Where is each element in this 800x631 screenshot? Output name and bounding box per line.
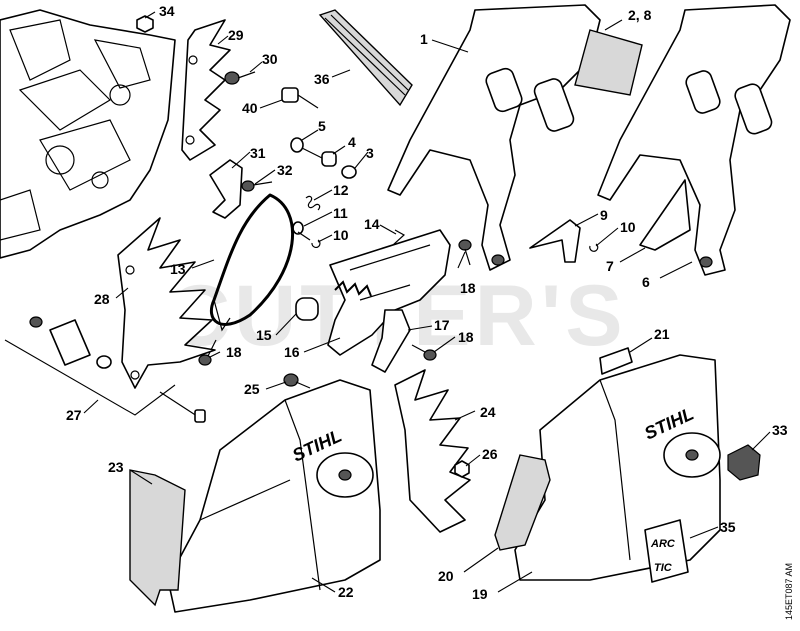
part-28-bumper-spike bbox=[117, 217, 216, 389]
part-4-sleeve bbox=[321, 151, 337, 167]
part-17-detent bbox=[371, 309, 411, 373]
part-27-kit bbox=[4, 316, 206, 423]
part-36-pad bbox=[318, 9, 413, 107]
part-1-hand-guard bbox=[387, 4, 601, 271]
callout-24: 24 bbox=[480, 404, 496, 420]
part-30-screw bbox=[224, 71, 256, 85]
callout-16: 16 bbox=[284, 344, 300, 360]
part-12-spring bbox=[305, 195, 321, 211]
part-3-washer bbox=[341, 165, 357, 179]
callout-6: 6 bbox=[642, 274, 650, 290]
callout-10-right: 10 bbox=[620, 219, 636, 235]
callout-2-8: 2, 8 bbox=[628, 7, 652, 23]
callout-14: 14 bbox=[364, 216, 380, 232]
callout-3: 3 bbox=[366, 145, 374, 161]
part-35-label bbox=[644, 519, 689, 583]
callout-18-left: 18 bbox=[226, 344, 242, 360]
leader-lines bbox=[83, 11, 771, 593]
part-5-screw bbox=[290, 137, 323, 159]
callout-30: 30 bbox=[262, 51, 278, 67]
callout-22: 22 bbox=[338, 584, 354, 600]
callout-20: 20 bbox=[438, 568, 454, 584]
callout-10-left: 10 bbox=[333, 227, 349, 243]
callout-36: 36 bbox=[314, 71, 330, 87]
part-18-screw-b bbox=[198, 339, 217, 366]
part-31-hook bbox=[209, 159, 243, 219]
callout-26: 26 bbox=[482, 446, 498, 462]
part-26-nut bbox=[454, 460, 470, 478]
callout-15: 15 bbox=[256, 327, 272, 343]
callout-21: 21 bbox=[654, 326, 670, 342]
label-35-line-2: TIC bbox=[654, 562, 673, 574]
part-34-nut bbox=[136, 15, 154, 33]
callout-13: 13 bbox=[170, 261, 186, 277]
part-18-screw-a bbox=[458, 239, 472, 266]
part-24-spike-plate bbox=[394, 369, 471, 533]
part-2-8-hand-guard bbox=[574, 4, 791, 276]
part-32-screw bbox=[241, 180, 273, 192]
part-25-screw bbox=[283, 373, 311, 389]
engine-housing bbox=[0, 9, 176, 259]
callout-19: 19 bbox=[472, 586, 488, 602]
part-40-bolt bbox=[281, 87, 319, 109]
part-13-brake-band bbox=[209, 193, 294, 332]
callout-35: 35 bbox=[720, 519, 736, 535]
callout-23: 23 bbox=[108, 459, 124, 475]
callout-28: 28 bbox=[94, 291, 110, 307]
part-20-deflector bbox=[494, 454, 551, 551]
part-18-screw-c bbox=[411, 344, 437, 361]
callout-12: 12 bbox=[333, 182, 349, 198]
callout-17: 17 bbox=[434, 317, 450, 333]
callout-9: 9 bbox=[600, 207, 608, 223]
part-33-nut bbox=[727, 444, 761, 481]
callout-27: 27 bbox=[66, 407, 82, 423]
callout-29: 29 bbox=[228, 27, 244, 43]
callout-7: 7 bbox=[606, 258, 614, 274]
callout-31: 31 bbox=[250, 145, 266, 161]
callout-4: 4 bbox=[348, 134, 356, 150]
callout-33: 33 bbox=[772, 422, 788, 438]
label-35-line-1: ARC bbox=[650, 538, 676, 550]
callout-1: 1 bbox=[420, 31, 428, 47]
callout-40: 40 bbox=[242, 100, 258, 116]
callout-5: 5 bbox=[318, 118, 326, 134]
document-id: 145ET087 AM bbox=[784, 563, 794, 620]
part-23-deflector bbox=[129, 469, 186, 607]
callout-34: 34 bbox=[159, 3, 175, 19]
callout-25: 25 bbox=[244, 381, 260, 397]
callout-18-right: 18 bbox=[458, 329, 474, 345]
callout-11: 11 bbox=[333, 205, 348, 221]
part-21-insert bbox=[599, 347, 633, 375]
part-15-sleeve bbox=[295, 297, 319, 321]
callout-32: 32 bbox=[277, 162, 293, 178]
callout-18-mid: 18 bbox=[460, 280, 476, 296]
part-7-wedge bbox=[639, 179, 691, 251]
part-9-lever bbox=[529, 219, 581, 263]
part-15-spring bbox=[334, 280, 372, 297]
part-29-bumper-spike bbox=[181, 19, 231, 161]
